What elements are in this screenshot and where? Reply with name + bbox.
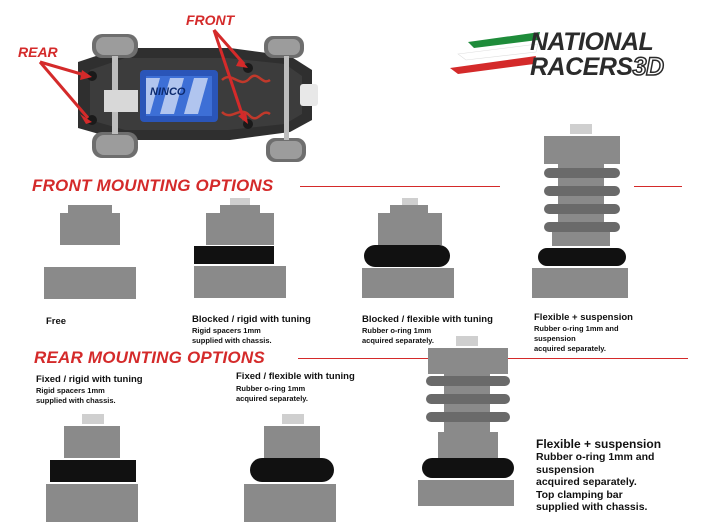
rear-option-rigid-diagram <box>44 414 140 524</box>
front-option-suspension-diagram <box>530 124 630 300</box>
rear-section-rule <box>298 358 428 359</box>
brand-logo: NATIONAL RACERS3D <box>530 28 665 81</box>
brand-stripes-icon <box>448 28 540 78</box>
front-option-title: Blocked / rigid with tuning <box>192 314 311 325</box>
rear-option-title: Flexible + suspension <box>536 437 662 451</box>
front-option-rigid-diagram <box>190 198 290 300</box>
rear-option-flexible-diagram <box>240 414 340 524</box>
rear-option-body: Rigid spacers 1mm supplied with chassis. <box>36 386 116 405</box>
front-option-body: Rubber o-ring 1mm and suspension acquire… <box>534 324 619 353</box>
front-section-rule-end <box>634 186 682 187</box>
rear-section-title: REAR MOUNTING OPTIONS <box>34 348 265 367</box>
rear-section-rule-end <box>506 358 688 359</box>
brand-name-line2: RACERS <box>530 53 633 81</box>
front-section-rule <box>300 186 500 187</box>
front-option-flexible-diagram <box>358 198 458 300</box>
rear-option-title: Fixed / rigid with tuning <box>36 374 143 385</box>
brand-name-line1: NATIONAL <box>530 28 654 56</box>
front-option-title: Flexible + suspension <box>534 312 633 323</box>
rear-option-suspension-diagram <box>414 336 518 508</box>
chassis-photo <box>0 0 330 170</box>
callout-front: FRONT <box>186 12 235 28</box>
front-option-title: Blocked / flexible with tuning <box>362 314 493 325</box>
front-option-free-diagram <box>40 205 140 300</box>
rear-option-body: Rubber o-ring 1mm and suspension acquire… <box>536 451 655 513</box>
rear-option-title: Fixed / flexible with tuning <box>236 371 355 382</box>
rear-option-body: Rubber o-ring 1mm acquired separately. <box>236 384 308 403</box>
brand-name-suffix: 3D <box>632 53 665 81</box>
front-option-title: Free <box>46 316 67 327</box>
callout-rear: REAR <box>18 44 58 60</box>
motor-label: NINCO <box>150 86 186 98</box>
front-option-body: Rigid spacers 1mm supplied with chassis. <box>192 326 272 345</box>
front-option-body: Rubber o-ring 1mm acquired separately. <box>362 326 434 345</box>
front-section-title: FRONT MOUNTING OPTIONS <box>32 176 274 195</box>
